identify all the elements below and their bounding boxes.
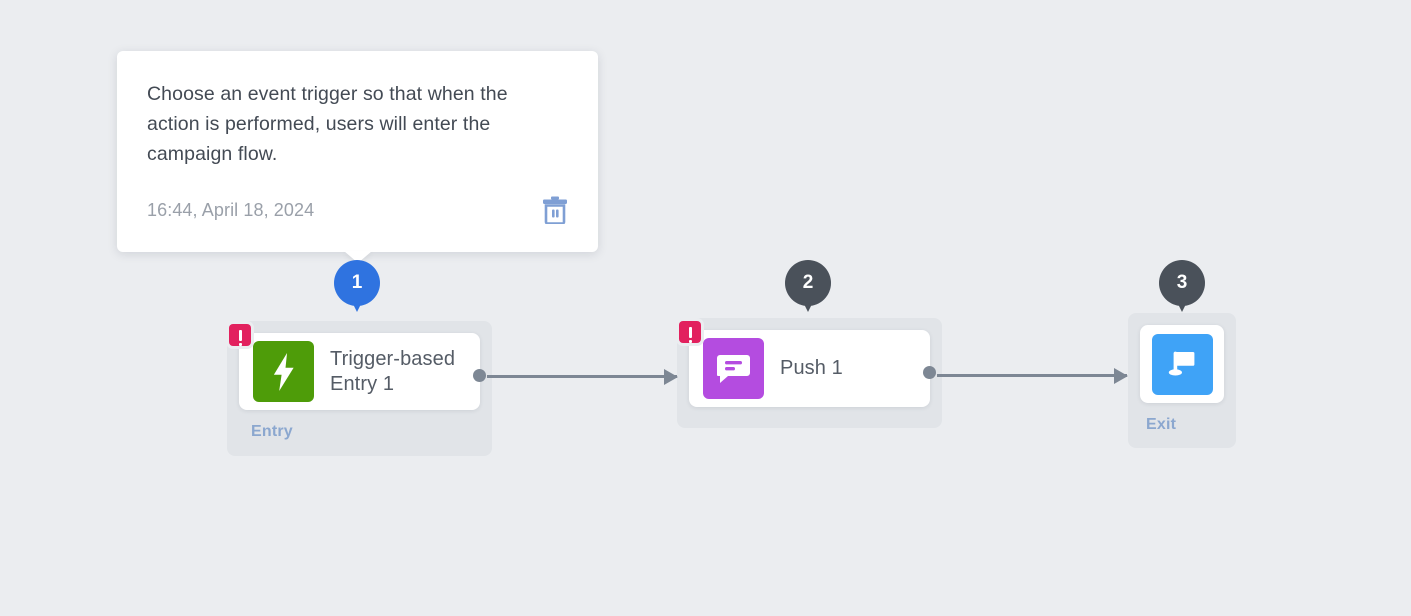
step-badge-3-body [1159, 260, 1205, 306]
step-badge-3-number: 3 [1176, 272, 1188, 293]
step-badge-1-number: 1 [351, 272, 363, 293]
node-title-push: Push 1 [780, 357, 843, 379]
step-badge-2-number: 2 [802, 272, 814, 293]
tooltip-timestamp: 16:44, April 18, 2024 [147, 199, 315, 220]
step-badge-2-body [785, 260, 831, 306]
tooltip-description-text: Choose an event trigger so that when the… [147, 83, 508, 165]
connector-push-to-exit [937, 367, 1128, 384]
arrowhead-icon [664, 368, 678, 385]
push-message-icon [703, 338, 764, 399]
error-exclamation-icon-push[interactable] [679, 321, 701, 343]
flag-icon [1151, 333, 1213, 395]
node-card-push[interactable]: Push 1 [689, 330, 930, 407]
trash-icon[interactable] [542, 196, 568, 224]
node-footer-label-entry: Entry [251, 423, 293, 440]
exclamation-mark [688, 326, 692, 343]
output-port-entry[interactable] [473, 369, 486, 382]
step-badge-1[interactable]: 1 [334, 260, 380, 316]
tooltip-footer: 16:44, April 18, 2024 [147, 196, 568, 224]
node-card-exit[interactable] [1140, 325, 1224, 403]
step-badge-3[interactable]: 3 [1159, 260, 1205, 316]
step-badge-1-body [334, 260, 380, 306]
comment-tooltip-card[interactable]: Choose an event trigger so that when the… [117, 51, 598, 263]
node-frame-entry[interactable]: Trigger-based Entry 1 Entry [227, 321, 492, 456]
node-title-entry: Trigger-based Entry 1 [330, 347, 456, 395]
step-badge-2[interactable]: 2 [785, 260, 831, 316]
arrowhead-icon [1114, 367, 1128, 384]
node-frame-push[interactable]: Push 1 [677, 318, 942, 428]
connector-entry-to-push [487, 368, 678, 385]
node-card-entry[interactable]: Trigger-based Entry 1 [239, 333, 480, 410]
node-footer-label-exit: Exit [1146, 416, 1177, 433]
exclamation-mark [238, 329, 242, 346]
lightning-bolt-icon [253, 341, 314, 402]
node-frame-exit[interactable]: Exit [1128, 313, 1236, 448]
output-port-push[interactable] [923, 366, 936, 379]
error-exclamation-icon-entry[interactable] [229, 324, 251, 346]
